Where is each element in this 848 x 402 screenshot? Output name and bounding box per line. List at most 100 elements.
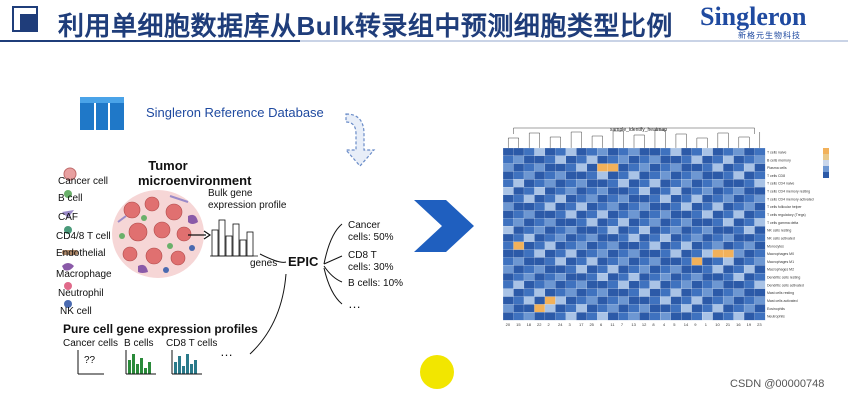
heatmap-cell: [607, 226, 619, 235]
heatmap-cell: [691, 288, 703, 297]
heatmap-cell: [722, 179, 734, 188]
heatmap-col-label: 18: [527, 322, 532, 327]
heatmap-cell: [513, 218, 525, 227]
heatmap-cell: [544, 194, 556, 204]
heatmap-cell: [702, 218, 713, 227]
heatmap-cell: [565, 147, 577, 157]
heatmap-cell: [586, 218, 598, 227]
heatmap-cell: [502, 147, 514, 157]
heatmap-cell: [607, 241, 619, 250]
heatmap-cell: [670, 155, 682, 164]
heatmap-row-label: T cells regulatory (Tregs): [767, 213, 806, 217]
heatmap-cell: [628, 218, 640, 227]
heatmap-cell: [743, 226, 755, 235]
heatmap-cell: [754, 163, 766, 172]
heatmap-cell: [597, 265, 609, 274]
heatmap-cell: [523, 218, 535, 227]
heatmap-cell: [586, 179, 598, 188]
heatmap-cell: [722, 226, 734, 235]
heatmap-row-label: T cells CD4 naive: [767, 182, 794, 186]
heatmap-row-label: T cells CD8: [767, 174, 785, 178]
heatmap-cell: [628, 257, 640, 266]
header-rule-accent: [0, 40, 300, 42]
output-cd8-t-cells: CD8 T cells: 30%: [348, 250, 394, 274]
heatmap-cell: [534, 265, 546, 274]
heatmap-cell: [607, 202, 619, 211]
heatmap-cell: [576, 265, 588, 274]
heatmap-cell: [618, 280, 630, 290]
heatmap-cell: [660, 179, 671, 188]
heatmap-cell: [513, 257, 525, 266]
heatmap-cell: [712, 257, 724, 266]
heatmap-cell: [618, 171, 630, 180]
heatmap-cell: [618, 265, 630, 274]
heatmap-cell: [639, 288, 651, 297]
heatmap-cell: [628, 288, 640, 297]
heatmap-cell: [513, 241, 525, 250]
heatmap-cell: [513, 296, 525, 305]
heatmap-col-label: 14: [684, 322, 689, 327]
heatmap-scale-step: [823, 148, 829, 154]
heatmap-cell: [743, 194, 755, 204]
heatmap-cell: [597, 202, 609, 211]
header-rule: [0, 40, 848, 42]
heatmap-cell: [555, 233, 567, 243]
heatmap-cell: [649, 296, 661, 305]
heatmap-cell: [565, 312, 577, 321]
heatmap-cell: [722, 233, 734, 243]
heatmap-cell: [628, 312, 640, 321]
header-square-fill: [20, 14, 36, 30]
heatmap-cell: [607, 171, 619, 180]
heatmap-cell: [597, 288, 609, 297]
heatmap-cell: [743, 272, 755, 282]
heatmap-row-label: Monocytes: [767, 244, 784, 248]
heatmap-cell: [681, 233, 692, 243]
heatmap-cell: [576, 186, 588, 196]
heatmap-cell: [649, 272, 661, 282]
heatmap-cell: [660, 171, 671, 180]
pure-b-cells-bars-icon: [125, 350, 156, 375]
pure-cd8-bars-icon: [171, 350, 202, 375]
heatmap-cell: [733, 226, 745, 235]
heatmap-cell: [691, 226, 703, 235]
heatmap-cell: [618, 202, 630, 211]
heatmap-cell: [565, 233, 577, 243]
heatmap-cell: [607, 194, 619, 204]
heatmap-cell: [702, 312, 713, 321]
heatmap-cell: [565, 304, 577, 313]
heatmap-cell: [628, 241, 640, 250]
heatmap-cell: [702, 257, 713, 266]
heatmap-cell: [513, 226, 525, 235]
heatmap-cell: [544, 233, 556, 243]
heatmap-col-label: 10: [715, 322, 720, 327]
legend-t-cell: CD4/8 T cell: [56, 231, 111, 242]
heatmap-cell: [670, 226, 682, 235]
heatmap-cell: [660, 194, 671, 204]
heatmap-cell: [618, 296, 630, 305]
heatmap-cell: [502, 194, 514, 204]
heatmap-cell: [565, 249, 577, 258]
heatmap-cell: [586, 272, 598, 282]
heatmap-cell: [576, 257, 588, 266]
singleron-logo-subtitle: 新格元生物科技: [738, 31, 801, 40]
heatmap-cell: [649, 288, 661, 297]
heatmap-cell: [555, 249, 567, 258]
heatmap-cell: [586, 186, 598, 196]
tumor-microenvironment-illustration: [112, 190, 204, 278]
heatmap-cell: [544, 257, 556, 266]
heatmap-cell: [681, 179, 692, 188]
heatmap-cell: [702, 147, 713, 157]
heatmap-cell: [607, 179, 619, 188]
heatmap-cell: [534, 163, 546, 172]
heatmap-cell: [513, 280, 525, 290]
heatmap-cell: [722, 304, 734, 313]
heatmap-cell: [670, 163, 682, 172]
heatmap-cell: [712, 210, 724, 219]
heatmap-cell: [513, 194, 525, 204]
heatmap-cell: [576, 155, 588, 164]
heatmap-cell: [502, 288, 514, 297]
heatmap-cell: [660, 233, 671, 243]
heatmap-cell: [523, 202, 535, 211]
heatmap-col-label: 21: [726, 322, 731, 327]
